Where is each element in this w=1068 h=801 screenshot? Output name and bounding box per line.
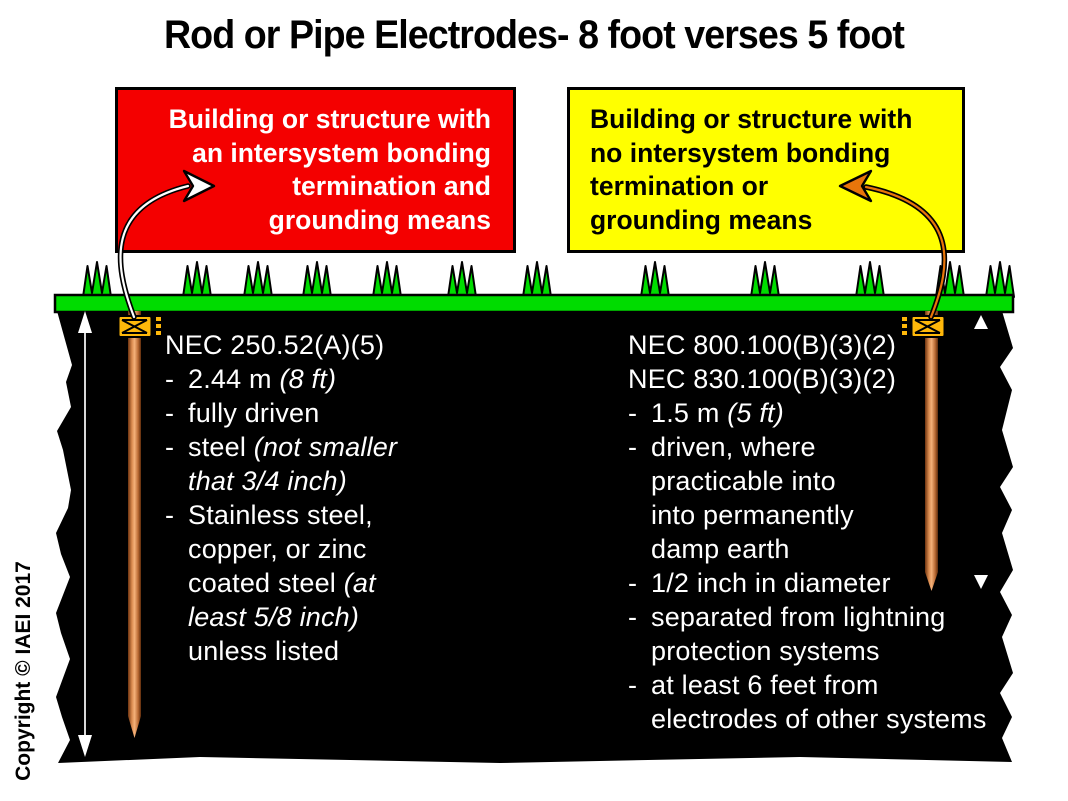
spec-line: -driven, where (628, 430, 987, 464)
nec-spec-5ft: NEC 800.100(B)(3)(2) NEC 830.100(B)(3)(2)… (628, 328, 987, 736)
spec-line: NEC 800.100(B)(3)(2) (628, 328, 987, 362)
spec-line-text: practicable into (651, 466, 836, 496)
rod-clamp-left (117, 315, 161, 338)
spec-line: -Stainless steel, (165, 498, 397, 532)
bullet-dash: - (165, 398, 175, 428)
spec-line: damp earth (628, 532, 987, 566)
spec-line: NEC 830.100(B)(3)(2) (628, 362, 987, 396)
indent-spacer (628, 532, 651, 566)
spec-line: -1.5 m (5 ft) (628, 396, 987, 430)
spec-line-text: at least 6 feet from (651, 670, 879, 700)
indent-spacer (165, 600, 188, 634)
callout-no-intersystem-bonding: Building or structure with no intersyste… (567, 87, 965, 253)
copyright-notice: Copyright © IAEI 2017 (12, 561, 35, 781)
spec-line-text: NEC 800.100(B)(3)(2) (628, 330, 897, 360)
spec-line-text: 2.44 m (8 ft) (188, 364, 337, 394)
grass-strip (53, 293, 1015, 314)
spec-line-text: 1/2 inch in diameter (651, 568, 891, 598)
depth-arrow-8ft (78, 311, 92, 757)
spec-line-text: least 5/8 inch) (188, 602, 360, 632)
callout-intersystem-bonding-present: Building or structure with an intersyste… (115, 87, 516, 253)
spec-line: practicable into (628, 464, 987, 498)
callout-line: Building or structure with (590, 104, 913, 134)
bullet-dash: - (165, 364, 175, 394)
callout-line: termination and (292, 171, 491, 201)
indent-spacer (165, 634, 188, 668)
spec-line-text: steel (not smaller (188, 432, 398, 462)
indent-spacer (165, 464, 188, 498)
bullet-dash: - (628, 398, 638, 428)
ground-rod-8ft (128, 311, 141, 738)
indent-spacer (165, 532, 188, 566)
callout-line: an intersystem bonding (192, 137, 491, 168)
spec-line: that 3/4 inch) (165, 464, 397, 498)
depth-marker-top-icon (974, 315, 988, 329)
spec-line-text: coated steel (at (188, 568, 376, 598)
spec-line-text: NEC 830.100(B)(3)(2) (628, 364, 897, 394)
spec-line: protection systems (628, 634, 987, 668)
bullet-dash: - (628, 602, 638, 632)
spec-line: -at least 6 feet from (628, 668, 987, 702)
spec-line-text: driven, where (651, 432, 816, 462)
bullet-dash: - (165, 500, 175, 530)
spec-line-text: damp earth (651, 534, 790, 564)
spec-line: into permanently (628, 498, 987, 532)
indent-spacer (628, 702, 651, 736)
spec-line-text: NEC 250.52(A)(5) (165, 330, 385, 360)
spec-line-text: Stainless steel, (188, 500, 373, 530)
callout-line: Building or structure with (168, 104, 491, 134)
spec-line-text: separated from lightning (651, 602, 946, 632)
spec-line: copper, or zinc (165, 532, 397, 566)
spec-line: -1/2 inch in diameter (628, 566, 987, 600)
spec-line: -2.44 m (8 ft) (165, 362, 397, 396)
indent-spacer (628, 464, 651, 498)
spec-line-text: fully driven (188, 398, 320, 428)
callout-line: grounding means (590, 204, 813, 235)
indent-spacer (628, 498, 651, 532)
callout-line: termination or (590, 171, 769, 201)
spec-line: -fully driven (165, 396, 397, 430)
spec-line: -steel (not smaller (165, 430, 397, 464)
grass-tufts (82, 261, 1015, 298)
spec-line-text: copper, or zinc (188, 534, 367, 564)
spec-line: -separated from lightning (628, 600, 987, 634)
callout-line: grounding means (268, 204, 491, 235)
indent-spacer (628, 634, 651, 668)
indent-spacer (165, 566, 188, 600)
spec-line-text: unless listed (188, 636, 340, 666)
spec-line-text: into permanently (651, 500, 854, 530)
spec-line-text: protection systems (651, 636, 880, 666)
spec-line: coated steel (at (165, 566, 397, 600)
nec-spec-8ft: NEC 250.52(A)(5)-2.44 m (8 ft)-fully dri… (165, 328, 397, 668)
spec-line: electrodes of other systems (628, 702, 987, 736)
spec-line-text: 1.5 m (5 ft) (651, 398, 784, 428)
bullet-dash: - (628, 670, 638, 700)
callout-line: no intersystem bonding (590, 137, 891, 168)
spec-line: unless listed (165, 634, 397, 668)
spec-line: least 5/8 inch) (165, 600, 397, 634)
spec-line: NEC 250.52(A)(5) (165, 328, 397, 362)
bullet-dash: - (628, 568, 638, 598)
page-title: Rod or Pipe Electrodes- 8 foot verses 5 … (163, 13, 905, 57)
bullet-dash: - (628, 432, 638, 462)
bullet-dash: - (165, 432, 175, 462)
spec-line-text: that 3/4 inch) (188, 466, 347, 496)
spec-line-text: electrodes of other systems (651, 704, 987, 734)
